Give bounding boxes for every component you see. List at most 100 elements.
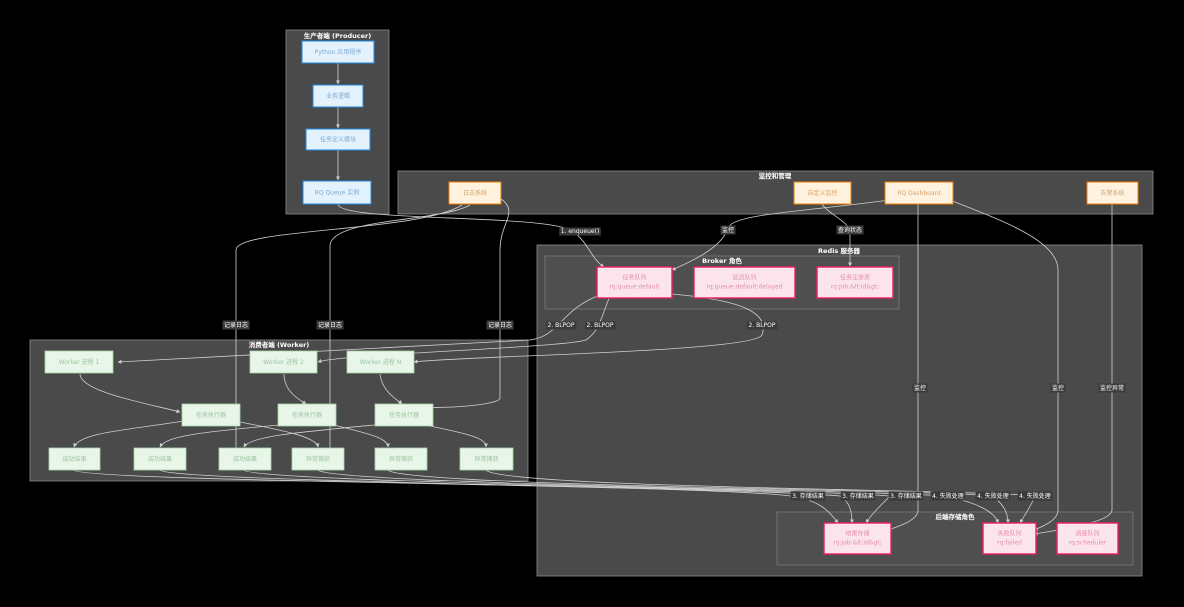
node-app: Python 应用程序 bbox=[301, 40, 375, 64]
node-taskdef: 任务定义模块 bbox=[305, 128, 371, 151]
node-dash-label: RQ Dashboard bbox=[897, 190, 941, 197]
edge-label-monitor-text: 监控 bbox=[722, 226, 734, 234]
node-schedq-label: 调度队列 bbox=[1075, 530, 1099, 538]
edge-label-alert_fail: 监控异常 bbox=[1098, 383, 1126, 393]
edge-label-log2: 记录日志 bbox=[316, 320, 344, 330]
node-s3: 成功结果 bbox=[218, 447, 272, 471]
node-app-label: Python 应用程序 bbox=[315, 48, 362, 56]
node-failq-key: rq:failed bbox=[997, 540, 1022, 547]
edge-label-store1-bg bbox=[790, 491, 826, 501]
node-alert-label: 告警系统 bbox=[1100, 189, 1124, 197]
node-taskdef-box bbox=[305, 128, 371, 151]
node-x2: 异常捕获 bbox=[374, 447, 428, 471]
edge-label-fail2-text: 4. 失败处理 bbox=[977, 492, 1009, 500]
edge-label-alert_fail-text: 监控异常 bbox=[1100, 384, 1124, 392]
node-x3-label: 异常捕获 bbox=[474, 455, 498, 463]
edge-e3-s3 bbox=[243, 423, 386, 448]
node-rqqueue-label: RQ Queue 实例 bbox=[315, 189, 359, 197]
edge-label-blpop3-text: 2. BLPOP bbox=[748, 322, 775, 329]
node-x3-box bbox=[459, 447, 514, 471]
node-rqqueue: RQ Queue 实例 bbox=[302, 180, 372, 205]
node-w2-label: Worker 进程 2 bbox=[263, 358, 304, 366]
edge-log-worker2 bbox=[328, 204, 471, 457]
edge-label-monitor: 监控 bbox=[720, 225, 736, 235]
node-w1-box bbox=[44, 350, 114, 374]
node-s2-label: 成功结果 bbox=[148, 455, 172, 463]
edge-dash-fail bbox=[949, 199, 1059, 531]
edge-label-monitor-bg bbox=[720, 225, 736, 235]
node-e2: 任务执行器 bbox=[277, 403, 337, 427]
edge-label-fail1: 4. 失败处理 bbox=[930, 491, 966, 501]
node-taskq-label: 任务队列 bbox=[622, 274, 646, 282]
cluster-worker-title: 消费者端 (Worker) bbox=[249, 340, 310, 349]
node-logsys: 日志系统 bbox=[448, 181, 502, 205]
edge-log-worker3 bbox=[409, 197, 510, 409]
edge-s2-store bbox=[159, 469, 854, 524]
node-e2-box bbox=[277, 403, 337, 427]
edge-x2-fail bbox=[387, 469, 1010, 524]
node-logic-box bbox=[312, 84, 364, 108]
node-custmon-box bbox=[793, 181, 852, 205]
node-taskreg-label: 任务注册表 bbox=[840, 274, 870, 282]
node-taskq-key: rq:queue:default bbox=[609, 284, 660, 291]
node-wn: Worker 进程 N bbox=[346, 350, 415, 374]
node-schedq-key: rq:scheduler bbox=[1069, 540, 1107, 547]
edge-label-enqueue: 1. enqueue() bbox=[559, 227, 601, 236]
node-taskreg: 任务注册表 rq:job:&lt;id&gt; bbox=[816, 266, 894, 299]
edge-label-enqueue-bg bbox=[559, 227, 601, 236]
node-failq-label: 失败队列 bbox=[997, 530, 1021, 538]
edge-dash-taskq bbox=[671, 199, 891, 271]
edge-label-blpop1: 2. BLPOP bbox=[545, 321, 577, 330]
node-s2-box bbox=[133, 447, 187, 471]
edge-label-store2-text: 3. 存储结果 bbox=[842, 492, 874, 500]
edge-label-store1-text: 3. 存储结果 bbox=[792, 492, 824, 500]
edge-label-fail2-bg bbox=[975, 491, 1011, 501]
node-x3: 异常捕获 bbox=[459, 447, 514, 471]
edge-s3-store bbox=[243, 469, 891, 524]
node-x1-box bbox=[291, 447, 345, 471]
node-taskreg-key: rq:job:&lt;id&gt; bbox=[831, 284, 879, 291]
edge-label-store3: 3. 存储结果 bbox=[888, 491, 924, 501]
node-x2-label: 异常捕获 bbox=[389, 455, 413, 463]
node-e1-label: 任务执行器 bbox=[196, 411, 226, 419]
edge-label-log1-bg bbox=[222, 320, 250, 330]
node-e3-box bbox=[374, 403, 434, 427]
node-w1: Worker 进程 1 bbox=[44, 350, 114, 374]
node-x1-label: 异常捕获 bbox=[306, 455, 330, 463]
node-taskq: 任务队列 rq:queue:default bbox=[596, 266, 673, 299]
edge-label-mon_res-text: 监控 bbox=[914, 384, 926, 392]
edge-label-blpop2-text: 2. BLPOP bbox=[586, 322, 613, 329]
node-failq: 失败队列 rq:failed bbox=[982, 522, 1037, 555]
edge-x1-fail bbox=[317, 469, 1000, 524]
node-dash: RQ Dashboard bbox=[884, 181, 954, 205]
node-w2: Worker 进程 2 bbox=[249, 350, 318, 374]
node-e3: 任务执行器 bbox=[374, 403, 434, 427]
edge-label-mon_fail: 监控 bbox=[1050, 383, 1066, 393]
edge-label-blpop2: 2. BLPOP bbox=[584, 321, 616, 330]
node-delayq-key: rq:queue:default:delayed bbox=[706, 284, 782, 291]
edge-label-query-text: 查询状态 bbox=[838, 226, 862, 234]
edge-label-mon_fail-bg bbox=[1050, 383, 1066, 393]
edge-label-fail3-text: 4. 失败处理 bbox=[1019, 492, 1051, 500]
edge-enqueue bbox=[337, 203, 605, 268]
edge-e2-x2 bbox=[329, 423, 390, 448]
edge-label-blpop1-text: 2. BLPOP bbox=[547, 322, 574, 329]
edge-dash-res bbox=[887, 204, 919, 531]
node-s1-label: 成功结果 bbox=[62, 455, 86, 463]
edge-label-store3-bg bbox=[888, 491, 924, 501]
node-wn-box bbox=[346, 350, 415, 374]
edge-label-blpop2-bg bbox=[584, 321, 616, 330]
node-logic: 业务逻辑 bbox=[312, 84, 364, 108]
edge-label-blpop3-bg bbox=[746, 321, 778, 330]
node-e1-box bbox=[181, 403, 241, 427]
node-taskq-box bbox=[596, 266, 673, 299]
edge-label-mon_res: 监控 bbox=[912, 383, 928, 393]
node-schedq: 调度队列 rq:scheduler bbox=[1056, 522, 1119, 555]
edge-label-fail1-bg bbox=[930, 491, 966, 501]
edge-e1-s1 bbox=[73, 419, 191, 448]
node-resstore-box bbox=[823, 522, 892, 555]
edge-label-mon_res-bg bbox=[912, 383, 928, 393]
